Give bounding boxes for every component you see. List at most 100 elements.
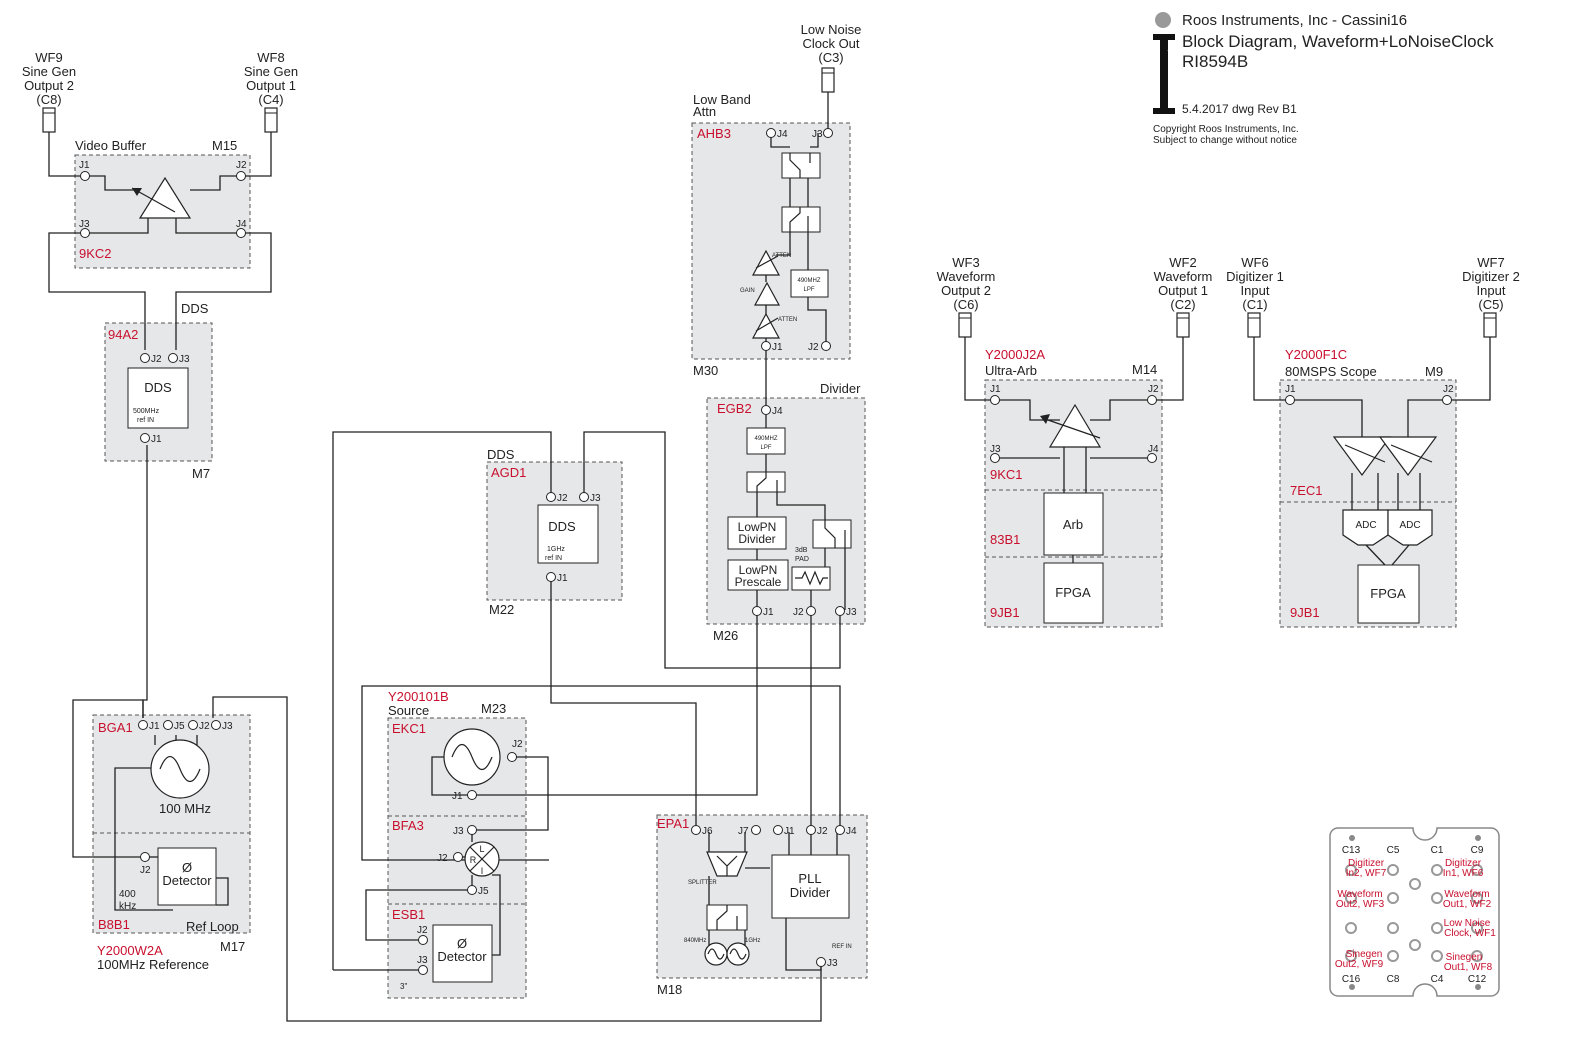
port-j1[interactable] [546, 572, 556, 582]
m22-code: AGD1 [491, 465, 526, 480]
panel-label: In2, WF7 [1346, 868, 1387, 879]
module-m15: Video Buffer M15 J1 J2 J3 J4 9KC2 [75, 138, 247, 261]
port-label: J3 [222, 721, 233, 732]
port-label: J2 [199, 721, 210, 732]
port-j3[interactable] [579, 492, 589, 502]
m23-id: M23 [481, 701, 506, 716]
port-j4[interactable] [835, 825, 845, 835]
port-label: J2 [512, 739, 523, 750]
port-j3[interactable] [211, 720, 221, 730]
phase-detector-block [157, 847, 217, 906]
wf6-label-4: (C1) [1242, 297, 1267, 312]
lpf-label: 490MHZ [754, 436, 777, 442]
port-j1[interactable] [467, 790, 477, 800]
port-label: J2 [140, 865, 151, 876]
amplifier-icon [138, 176, 192, 219]
m23-code1: EKC1 [392, 721, 426, 736]
port-j2[interactable] [821, 341, 831, 351]
port-j2[interactable] [140, 852, 150, 862]
m23-note: 3" [400, 982, 407, 991]
module-m26: Divider EGB2 J4 490MHZ LPF LowPN Divider… [713, 381, 861, 643]
port-j1[interactable] [80, 171, 90, 181]
port-label: J5 [174, 721, 185, 732]
part-number: RI8594B [1182, 52, 1248, 71]
m30-name-2: Attn [693, 104, 716, 119]
lpf-block [790, 269, 829, 298]
port-j1[interactable] [761, 341, 771, 351]
attenuator-icon [751, 312, 781, 339]
connector-wf3[interactable]: WF3 Waveform Output 2 (C6) [937, 255, 996, 338]
sma-connector-icon [821, 67, 835, 93]
mixer-r-label: R [470, 855, 477, 865]
wf9-label-3: Output 2 [24, 78, 74, 93]
port-label: J4 [236, 219, 247, 230]
port-j2[interactable] [188, 720, 198, 730]
port-j1[interactable] [140, 433, 150, 443]
port-j2[interactable] [418, 935, 428, 945]
wf6-label: WF6 [1241, 255, 1268, 270]
port-j1[interactable] [773, 825, 783, 835]
connector-wf7[interactable]: WF7 Digitizer 2 Input (C5) [1462, 255, 1520, 338]
port-j2[interactable] [1442, 395, 1452, 405]
connector-wf9[interactable]: WF9 Sine Gen Output 2 (C8) [22, 50, 76, 133]
port-j6[interactable] [691, 825, 701, 835]
port-j3[interactable] [418, 965, 428, 975]
connector-wf8[interactable]: WF8 Sine Gen Output 1 (C4) [244, 50, 298, 133]
port-j5[interactable] [163, 720, 173, 730]
switch-icon [781, 152, 821, 179]
wf3-label-4: (C6) [953, 297, 978, 312]
port-j2[interactable] [453, 852, 463, 862]
connector-wf6[interactable]: WF6 Digitizer 1 Input (C1) [1226, 255, 1284, 338]
port-j1[interactable] [990, 395, 1000, 405]
port-j3[interactable] [990, 453, 1000, 463]
notice: Subject to change without notice [1153, 135, 1297, 146]
port-j2[interactable] [1147, 395, 1157, 405]
port-j3[interactable] [816, 957, 826, 967]
port-j2[interactable] [140, 353, 150, 363]
port-j2[interactable] [806, 606, 816, 616]
panel-label: Sinegen [1346, 949, 1383, 960]
port-label: J2 [417, 925, 428, 936]
sma-connector-icon [1176, 312, 1190, 338]
m9-name: 80MSPS Scope [1285, 364, 1377, 379]
wf7-label-4: (C5) [1478, 297, 1503, 312]
port-j1[interactable] [138, 720, 148, 730]
connector-wf2[interactable]: WF2 Waveform Output 1 (C2) [1154, 255, 1213, 338]
port-label: J1 [149, 721, 160, 732]
pll-label: PLL [798, 871, 821, 886]
panel-label: In1, WF6 [1443, 868, 1484, 879]
port-j3[interactable] [80, 228, 90, 238]
port-label: J3 [179, 354, 190, 365]
port-j2[interactable] [806, 825, 816, 835]
module-m30: Low Band Attn AHB3 J4 J3 ATTEN GAIN ATTE… [693, 92, 833, 378]
sma-connector-icon [264, 107, 278, 133]
dds-note: 1GHz [547, 546, 565, 553]
port-j5[interactable] [467, 885, 477, 895]
splitter-icon [706, 851, 748, 877]
lpf-label: 490MHZ [797, 278, 820, 284]
connector-c3[interactable]: Low Noise Clock Out (C3) [801, 22, 862, 93]
osc-frequency: 100 MHz [159, 801, 211, 816]
port-j4[interactable] [761, 405, 771, 415]
port-j1[interactable] [1285, 395, 1295, 405]
adc-label-2: ADC [1399, 520, 1420, 531]
wf2-label-2: Waveform [1154, 269, 1213, 284]
port-j3[interactable] [467, 825, 477, 835]
port-j7[interactable] [751, 825, 761, 835]
port-label: J3 [846, 607, 857, 618]
module-m17: BGA1 J1 J5 J2 J3 100 MHz J2 Ø Detector 4… [97, 720, 245, 972]
port-j2[interactable] [236, 171, 246, 181]
m9-code2: 9JB1 [1290, 605, 1320, 620]
port-j3[interactable] [168, 353, 178, 363]
port-j4[interactable] [236, 228, 246, 238]
port-j2[interactable] [507, 752, 517, 762]
port-j3[interactable] [835, 606, 845, 616]
port-j4[interactable] [1147, 453, 1157, 463]
port-j1[interactable] [752, 606, 762, 616]
port-j2[interactable] [546, 492, 556, 502]
m17-id: M17 [220, 939, 245, 954]
panel-c1: C1 [1431, 845, 1444, 856]
port-j4[interactable] [766, 128, 776, 138]
port-j3[interactable] [823, 128, 833, 138]
